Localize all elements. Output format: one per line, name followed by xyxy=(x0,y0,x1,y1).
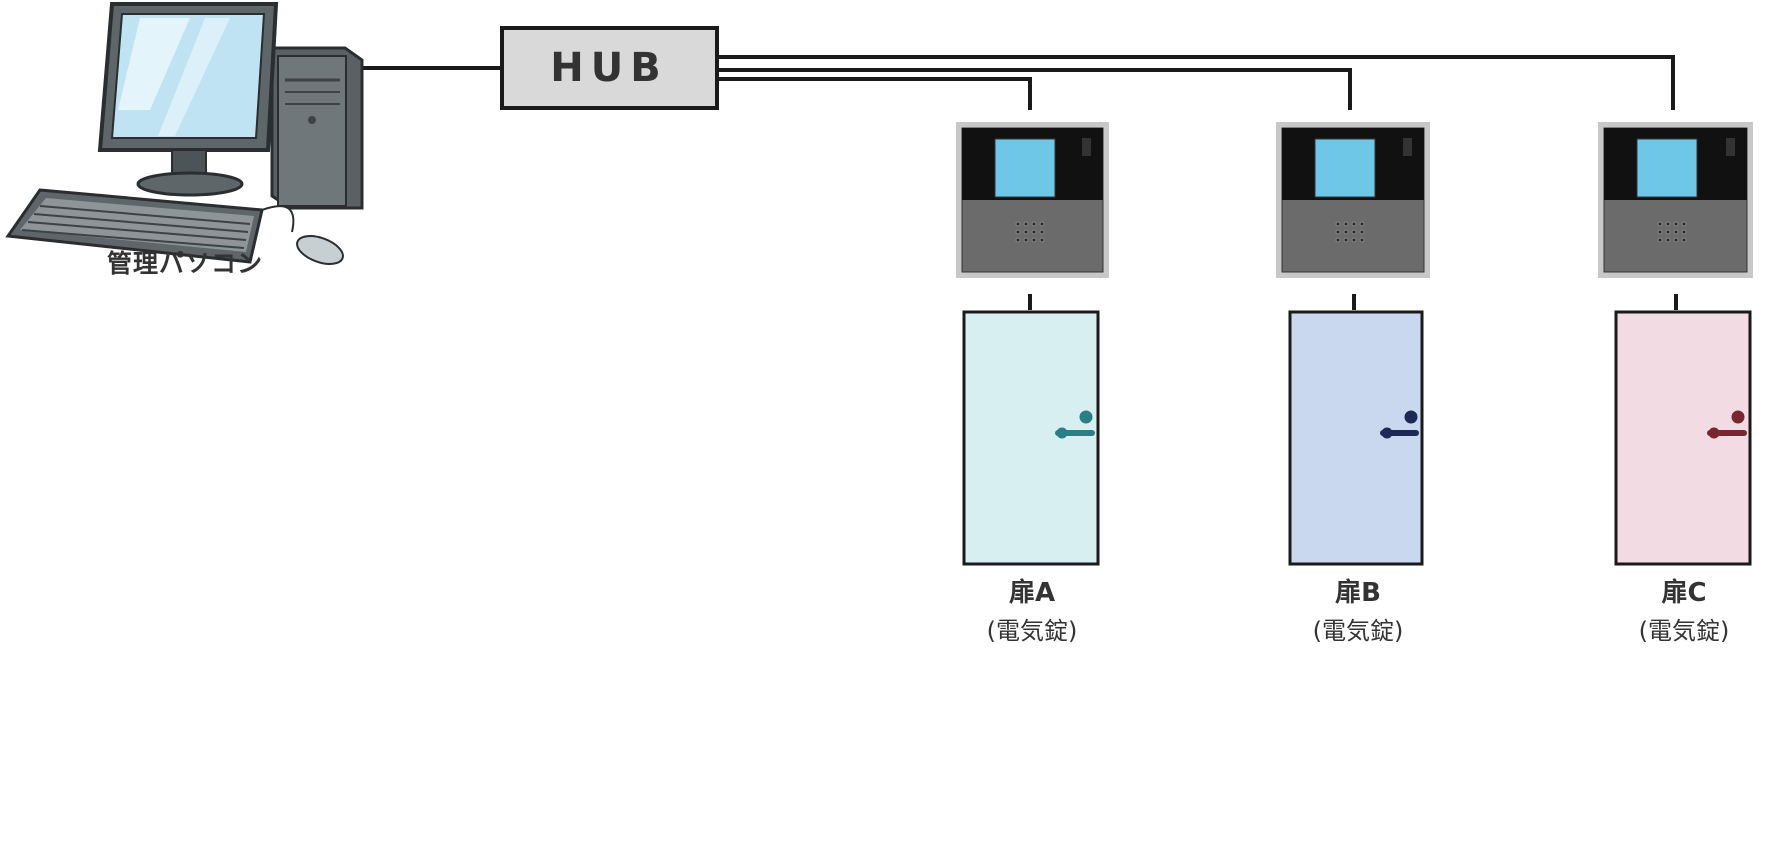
hub-box: HUB xyxy=(500,26,719,110)
pc-keyboard xyxy=(5,188,264,264)
door-b-name: 扉B xyxy=(1335,578,1381,608)
terminal-c xyxy=(1598,122,1753,278)
cable-hub-to-terminal-a xyxy=(718,77,1032,110)
pc-tower xyxy=(270,46,364,210)
door-c-label: 扉C (電気錠) xyxy=(1584,574,1769,650)
door-b xyxy=(1288,310,1424,566)
pc-mouse xyxy=(261,205,344,265)
cable-hub-to-terminal-c xyxy=(718,55,1675,110)
door-a-name: 扉A xyxy=(1008,578,1056,608)
network-cables xyxy=(362,55,1678,310)
door-a xyxy=(962,310,1100,566)
pc-label: 管理パソコン xyxy=(106,249,263,278)
door-b-handle-icon xyxy=(1380,410,1419,439)
door-a-panel xyxy=(962,310,1100,566)
door-c xyxy=(1614,310,1752,566)
terminal-a xyxy=(956,122,1109,278)
cable-hub-to-terminal-b xyxy=(718,68,1352,110)
pc-illustration xyxy=(5,1,364,265)
door-b-lock: (電気錠) xyxy=(1312,617,1404,645)
terminal-b xyxy=(1276,122,1430,278)
door-a-lock: (電気錠) xyxy=(986,617,1078,645)
door-b-label: 扉B (電気錠) xyxy=(1258,574,1458,650)
door-a-handle-icon xyxy=(1055,410,1095,439)
door-c-handle-icon xyxy=(1707,410,1747,439)
door-c-lock: (電気錠) xyxy=(1638,617,1730,645)
pc-monitor xyxy=(97,1,279,197)
door-c-name: 扉C xyxy=(1661,578,1707,608)
door-c-panel xyxy=(1614,310,1752,566)
hub-label: HUB xyxy=(550,45,667,91)
door-a-label: 扉A (電気錠) xyxy=(932,574,1132,650)
door-b-panel xyxy=(1288,310,1424,566)
